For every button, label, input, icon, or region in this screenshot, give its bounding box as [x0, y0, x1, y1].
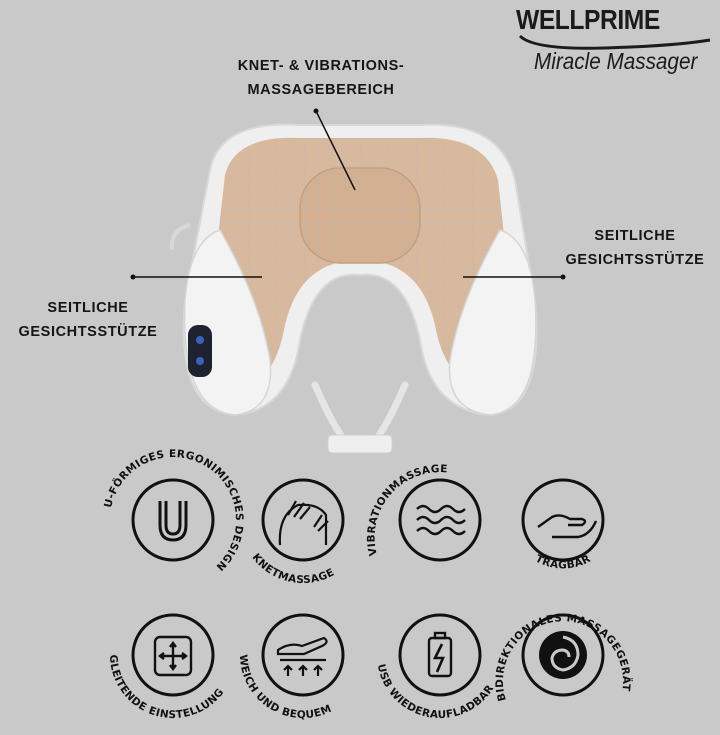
callout-left-line1: SEITLICHE	[47, 300, 129, 316]
feature-vibration: VIBRATIONMASSAGE	[355, 445, 525, 595]
neck-pillow-image	[169, 123, 538, 454]
swirl-icon	[539, 631, 587, 679]
remote-arrows-icon	[153, 635, 193, 677]
callout-lines	[130, 108, 566, 280]
feature-label-gleitend: GLEITENDE EINSTELLUNG	[107, 654, 226, 721]
feature-knetmassage: KNETMASSAGE	[218, 445, 388, 595]
battery-icon	[427, 631, 453, 678]
svg-text:WEICH UND BEQUEM: WEICH UND BEQUEM	[237, 654, 334, 721]
soft-cushion-icon	[276, 636, 328, 676]
callout-top: KNET- & VIBRATIONS- MASSAGEBEREICH	[207, 54, 435, 102]
feature-u-design: U-FÖRMIGES ERGONIMISCHES DESIGN	[88, 445, 258, 595]
svg-text:GLEITENDE EINSTELLUNG: GLEITENDE EINSTELLUNG	[107, 654, 227, 721]
feature-weich: WEICH UND BEQUEM	[218, 580, 388, 730]
feature-gleitend: GLEITENDE EINSTELLUNG	[88, 580, 258, 730]
callout-right-line2: GESICHTSSTÜTZE	[565, 252, 705, 268]
hands-massage-icon	[278, 500, 329, 546]
feature-label-weich: WEICH UND BEQUEM	[237, 654, 333, 721]
brand-name: WELLPRIME	[516, 4, 660, 35]
callout-top-line1: KNET- & VIBRATIONS-	[237, 58, 405, 74]
feature-label-tragbar: TRAGBAR	[533, 553, 592, 572]
feature-tragbar: TRAGBAR	[478, 445, 648, 595]
callout-left-line2: GESICHTSSTÜTZE	[18, 324, 158, 340]
callout-right: SEITLICHE GESICHTSSTÜTZE	[560, 224, 710, 272]
callout-right-line1: SEITLICHE	[594, 228, 676, 244]
callout-left: SEITLICHE GESICHTSSTÜTZE	[8, 296, 168, 344]
logo-swoosh	[518, 34, 711, 50]
svg-text:TRAGBAR: TRAGBAR	[533, 553, 592, 572]
callout-top-line2: MASSAGEBEREICH	[247, 82, 395, 98]
waves-icon	[416, 504, 466, 536]
hand-carry-icon	[537, 514, 598, 539]
u-shape-icon	[158, 501, 188, 542]
feature-usb: USB WIEDERAUFLADBAR	[355, 580, 525, 730]
feature-bidirektional: BIDIREKTIONALES MASSAGEGERÄT	[478, 580, 648, 730]
brand-product: Miracle Massager	[534, 48, 698, 74]
